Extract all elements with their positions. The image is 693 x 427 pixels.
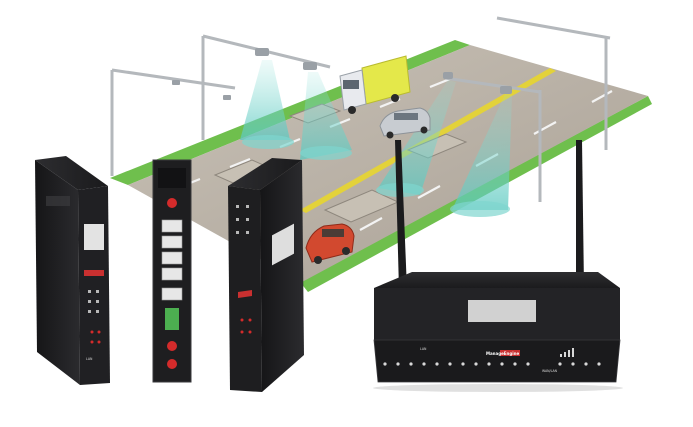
ethernet-ports bbox=[161, 219, 183, 301]
router-vertical-side-view: LAN bbox=[35, 156, 110, 385]
brand-badge bbox=[500, 350, 520, 356]
signal-bars-icon bbox=[560, 348, 574, 357]
antenna-connector-bottom-2 bbox=[167, 359, 177, 369]
highway-scene bbox=[110, 16, 652, 292]
front-wan-label: WAN/LAN bbox=[542, 369, 558, 373]
front-lan-label: LAN bbox=[420, 347, 427, 351]
brand-badge bbox=[84, 270, 104, 276]
antenna-right bbox=[576, 140, 584, 288]
terminal-block bbox=[165, 308, 179, 330]
camera-icon bbox=[172, 48, 512, 100]
router-vertical-ports-view bbox=[152, 159, 192, 383]
desktop-router: ManageEngine LAN WAN/LAN bbox=[373, 140, 623, 392]
sensor-beams bbox=[240, 60, 512, 217]
antenna-connector-top bbox=[167, 198, 177, 208]
antenna-left bbox=[395, 140, 407, 290]
lan-label: LAN bbox=[86, 357, 93, 361]
router-vertical-front-view bbox=[228, 158, 304, 392]
antenna-connector-bottom-1 bbox=[167, 341, 177, 351]
silver-car bbox=[379, 107, 431, 139]
red-car bbox=[305, 223, 355, 264]
truck bbox=[339, 55, 411, 114]
brand-label: ManageEngine bbox=[486, 351, 519, 356]
status-leds bbox=[383, 362, 601, 366]
